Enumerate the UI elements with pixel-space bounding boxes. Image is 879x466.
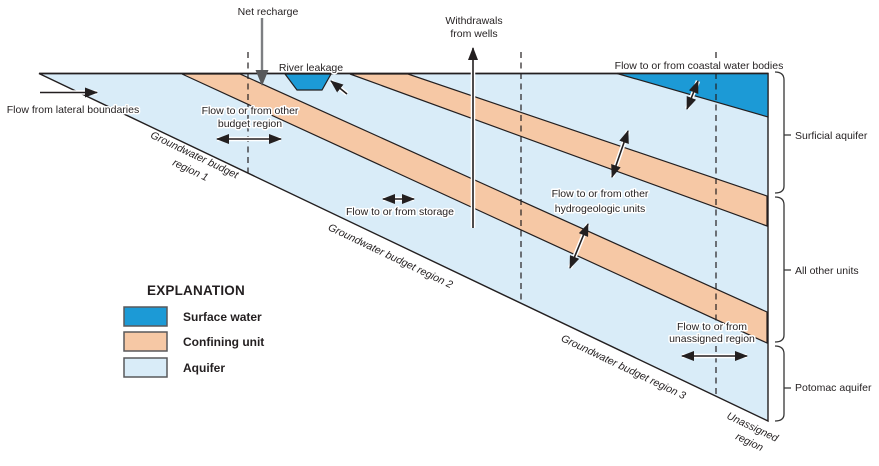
river-leakage-label: River leakage xyxy=(279,62,343,74)
legend-label-confining-unit: Confining unit xyxy=(183,335,264,349)
hydrogeologic-units-upper-arrow xyxy=(609,130,631,178)
net-recharge-arrow xyxy=(255,18,269,86)
surficial-aquifer-label: Surficial aquifer xyxy=(795,130,868,142)
withdrawals-label-line2: from wells xyxy=(450,28,497,40)
unassigned-flow-label-line2: unassigned region xyxy=(669,333,755,345)
all-other-units-label: All other units xyxy=(795,265,859,277)
all-other-units-brace xyxy=(774,196,791,343)
legend: EXPLANATION Surface water Confining unit… xyxy=(123,283,264,378)
lateral-boundaries-label: Flow from lateral boundaries xyxy=(7,104,139,116)
hydrogeologic-units-label-line1: Flow to or from other xyxy=(552,188,649,200)
hydrogeologic-units-lower-arrow xyxy=(567,223,591,269)
legend-title: EXPLANATION xyxy=(147,283,245,298)
hydrogeologic-units-label-line2: hydrogeologic units xyxy=(555,203,645,215)
unassigned-flow-label-line1: Flow to or from xyxy=(677,321,747,333)
legend-label-aquifer: Aquifer xyxy=(183,361,225,375)
legend-swatch-aquifer xyxy=(123,357,168,378)
other-budget-region-label-line2: budget region xyxy=(218,118,282,130)
surficial-aquifer-brace xyxy=(774,71,791,194)
net-recharge-label: Net recharge xyxy=(238,6,299,18)
river-leakage-arrow xyxy=(329,79,349,96)
legend-label-surface-water: Surface water xyxy=(183,310,262,324)
other-budget-region-label-line1: Flow to or from other xyxy=(202,105,299,117)
potomac-aquifer-label: Potomac aquifer xyxy=(795,382,872,394)
storage-label: Flow to or from storage xyxy=(346,206,454,218)
coastal-water-label: Flow to or from coastal water bodies xyxy=(615,60,784,72)
legend-swatch-surface-water xyxy=(123,306,168,327)
legend-swatch-confining-unit xyxy=(123,331,168,352)
potomac-aquifer-brace xyxy=(774,345,791,422)
withdrawals-label-line1: Withdrawals xyxy=(445,15,502,27)
coastal-water-arrow xyxy=(684,80,701,110)
